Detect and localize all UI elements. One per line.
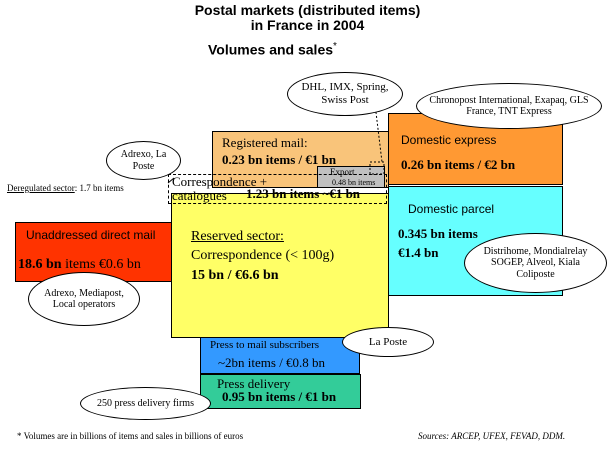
callout-chronopost: Chronopost International, Exapaq, GLS Fr… <box>416 83 602 129</box>
press-delivery-box <box>200 374 361 409</box>
export-figures: 0.48 bn items <box>332 178 376 187</box>
domestic-parcel-figures1: 0.345 bn items <box>398 226 478 241</box>
correspondence-label-line1: Correspondence + <box>172 174 268 189</box>
subtitle: Volumes and sales* <box>208 41 337 58</box>
press-delivery-label: Press delivery <box>217 376 291 391</box>
reserved-sector-figures: 15 bn / €6.6 bn <box>191 268 279 283</box>
unaddressed-figures: 18.6 bn items €0.6 bn <box>18 257 141 273</box>
unaddressed-figures-rest: items €0.6 bn <box>65 257 141 272</box>
callout-adrexo-mediapost: Adrexo, Mediapost, Local operators <box>28 272 140 326</box>
title-line1: Postal markets (distributed items) <box>194 2 421 18</box>
dhl-pointer <box>374 103 383 163</box>
press-mail-figures: ~2bn items / €0.8 bn <box>218 355 326 370</box>
registered-mail-figures: 0.23 bn items / €1 bn <box>222 152 337 167</box>
callout-adrexo-laposte: Adrexo, La Poste <box>106 141 181 180</box>
correspondence-label-line2: catalogues <box>172 188 227 203</box>
domestic-express-figures-text: 0.26 bn items / €2 bn <box>401 157 516 172</box>
registered-mail-label: Registered mail: <box>222 135 308 150</box>
export-label: Export <box>330 167 355 177</box>
subtitle-text: Volumes and sales <box>208 41 334 58</box>
callout-dhl: DHL, IMX, Spring, Swiss Post <box>287 72 403 116</box>
domestic-parcel-figures2: €1.4 bn <box>398 245 439 260</box>
sources: Sources: ARCEP, UFEX, FEVAD, DDM. <box>418 431 566 441</box>
reserved-sector-label: Reserved sector: <box>191 229 284 244</box>
footnote: * Volumes are in billions of items and s… <box>17 431 244 441</box>
domestic-express-label: Domestic express <box>401 133 497 147</box>
export-box <box>317 166 385 188</box>
deregulated-value: : 1.7 bn items <box>74 183 124 193</box>
callout-laposte: La Poste <box>342 327 434 357</box>
domestic-express-figures: 0.26 bn items / €2 bn <box>401 157 515 173</box>
reserved-sector-line2: Correspondence (< 100g) <box>191 248 335 263</box>
reserved-sector-box <box>171 193 389 338</box>
callout-press-firms: 250 press delivery firms <box>80 387 211 420</box>
dhl-pointer-box <box>369 161 385 175</box>
deregulated-sector: Deregulated sector: 1.7 bn items <box>7 183 124 193</box>
deregulated-label: Deregulated sector <box>7 183 75 193</box>
callout-distrihome: Distrihome, Mondialrelay SOGEP, Alveol, … <box>464 233 607 293</box>
press-delivery-figures: 0.95 bn items / €1 bn <box>222 389 337 404</box>
domestic-parcel-label: Domestic parcel <box>408 202 495 216</box>
unaddressed-figures-bold: 18.6 bn <box>18 257 62 272</box>
unaddressed-label: Unaddressed direct mail <box>26 228 156 242</box>
title-line2: in France in 2004 <box>250 17 365 33</box>
press-mail-label: Press to mail subscribers <box>210 339 320 351</box>
press-mail-box <box>200 336 360 374</box>
subtitle-asterisk: * <box>333 41 337 52</box>
correspondence-catalogues-box <box>168 174 387 204</box>
adrexo-laposte-pointer <box>167 177 175 184</box>
correspondence-figures: 1.23 bn items ~€1 bn <box>246 186 361 201</box>
